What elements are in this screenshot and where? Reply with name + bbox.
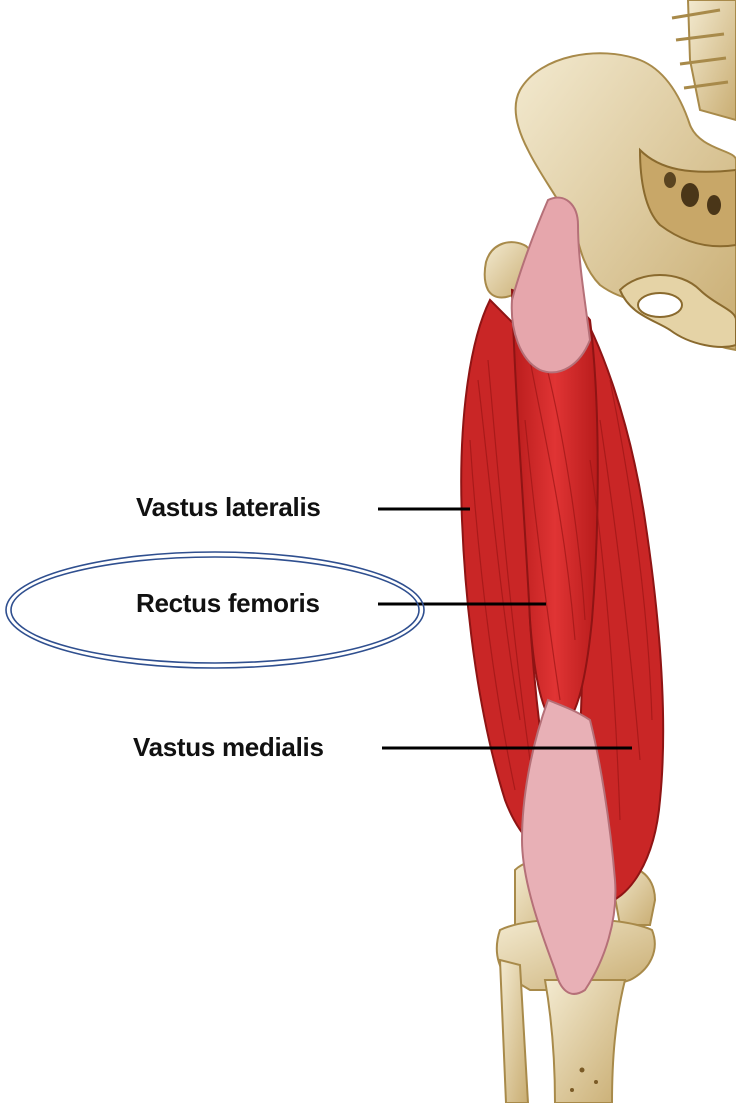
label-rectus-femoris: Rectus femoris xyxy=(136,588,320,619)
upper-tendon xyxy=(512,198,590,373)
label-vastus-medialis: Vastus medialis xyxy=(133,732,324,763)
label-vastus-lateralis: Vastus lateralis xyxy=(136,492,321,523)
